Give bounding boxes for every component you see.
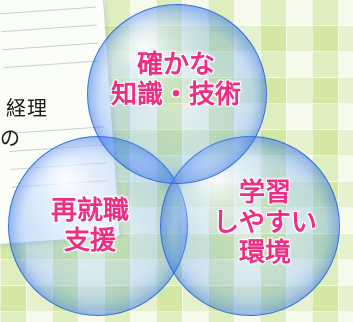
label-line: 支援	[63, 226, 116, 257]
document-rule-line	[3, 60, 100, 69]
label-line: 学習	[238, 178, 291, 208]
document-text-no: の	[0, 126, 20, 150]
circle-knowledge-skills	[87, 4, 267, 184]
document-rule-line	[0, 6, 96, 15]
label-line: しやすい	[213, 208, 317, 239]
label-line: 確かな	[136, 50, 215, 80]
label-line: 環境	[238, 238, 291, 269]
document-rule-line	[8, 126, 104, 134]
document-text-keiri: 経理	[6, 96, 48, 120]
circle-label-knowledge-skills: 確かな 知識・技術	[103, 50, 249, 110]
document-rule-line	[2, 42, 99, 51]
label-line: 知識・技術	[110, 80, 241, 111]
circle-label-learning-environment: 学習 しやすい 環境	[210, 178, 320, 268]
circle-label-reemployment: 再就職 支援	[28, 196, 152, 256]
document-rule-line	[1, 24, 97, 33]
label-line: 再就職	[50, 196, 129, 226]
